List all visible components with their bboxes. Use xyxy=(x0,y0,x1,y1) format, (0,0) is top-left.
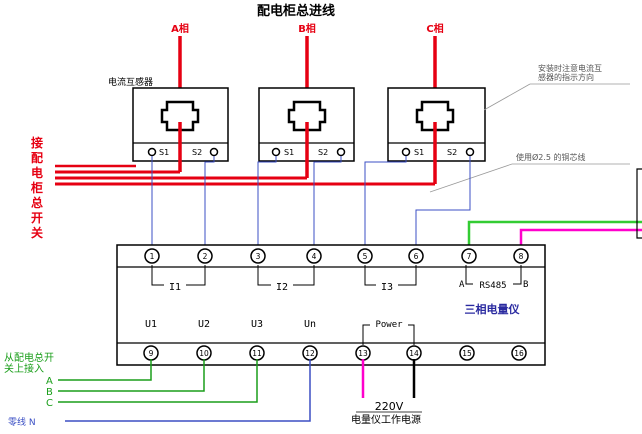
top-terminal-number: 3 xyxy=(256,252,261,261)
diagram-title: 配电柜总进线 xyxy=(257,3,335,19)
external-device-edge xyxy=(636,168,642,239)
meter-bottom-terminals: 9 10 11 12 13 14 15 16 xyxy=(143,345,527,361)
rs485-b: B xyxy=(523,280,528,290)
rs485-a-wire xyxy=(467,220,642,250)
top-terminal-circle xyxy=(408,248,424,264)
power-label: Power xyxy=(375,320,403,330)
svg-text:关: 关 xyxy=(31,225,43,240)
svg-text:柜: 柜 xyxy=(30,180,43,195)
svg-text:使用Ø2.5 的铜芯线: 使用Ø2.5 的铜芯线 xyxy=(516,152,586,162)
source-label-line1: 从配电总开 xyxy=(4,351,54,364)
top-terminal-number: 7 xyxy=(467,252,472,261)
top-terminal-circle xyxy=(513,248,529,264)
bottom-terminal-circle xyxy=(459,345,475,361)
svg-text:总: 总 xyxy=(31,195,43,210)
bottom-terminal-circle xyxy=(511,345,527,361)
voltage-input-wires xyxy=(58,359,311,422)
current-group-i2: I2 xyxy=(276,282,288,293)
top-terminal-number: 6 xyxy=(414,252,419,261)
current-group-i3: I3 xyxy=(381,282,393,293)
svg-text:开: 开 xyxy=(31,211,43,225)
source-label-line2: 关上接入 xyxy=(4,362,44,375)
top-terminal-circle xyxy=(197,248,213,264)
ct-secondary-wires xyxy=(151,156,471,250)
line-label-b: B xyxy=(46,387,53,398)
bottom-terminal-number: 15 xyxy=(462,349,472,358)
top-terminal-circle xyxy=(250,248,266,264)
meter-name: 三相电量仪 xyxy=(465,302,521,316)
voltage-label-u1: U1 xyxy=(145,319,157,330)
top-terminal-circle xyxy=(144,248,160,264)
neutral-label: 零线 N xyxy=(8,416,36,428)
top-terminal-circle xyxy=(306,248,322,264)
ct-b-s2: S2 xyxy=(318,148,328,157)
top-terminal-circle xyxy=(357,248,373,264)
voltage-label-u2: U2 xyxy=(198,319,210,330)
three-phase-meter xyxy=(116,244,546,366)
bottom-terminal-number: 10 xyxy=(199,349,209,358)
svg-text:感器的指示方向: 感器的指示方向 xyxy=(538,72,594,82)
svg-text:安装时注意电流互: 安装时注意电流互 xyxy=(538,63,602,73)
voltage-label-u3: U3 xyxy=(251,319,263,330)
breaker-label: 接 配 电 柜 总 开 关 xyxy=(30,135,43,240)
current-group-i1: I1 xyxy=(169,282,181,293)
top-terminal-number: 5 xyxy=(363,252,368,261)
top-terminal-number: 8 xyxy=(519,252,524,261)
top-terminal-number: 2 xyxy=(203,252,208,261)
top-terminal-number: 4 xyxy=(312,252,317,261)
ct-label: 电流互感器 xyxy=(108,76,153,88)
bottom-terminal-number: 14 xyxy=(409,349,419,358)
ct-a-s1: S1 xyxy=(159,148,169,157)
supply-voltage: 220V xyxy=(375,400,404,413)
ct-c-s2: S2 xyxy=(447,148,457,157)
bottom-terminal-number: 12 xyxy=(305,349,315,358)
wire-spec-note: 使用Ø2.5 的铜芯线 xyxy=(429,152,630,193)
bottom-terminal-number: 16 xyxy=(514,349,524,358)
top-terminal-circle xyxy=(461,248,477,264)
phase-c-label: C相 xyxy=(426,22,443,35)
meter-top-terminals: 1 2 3 4 5 6 7 8 xyxy=(144,248,529,264)
top-terminal-number: 1 xyxy=(150,252,155,261)
ct-b-s1: S1 xyxy=(284,148,294,157)
svg-text:配: 配 xyxy=(31,150,43,165)
bottom-terminal-number: 13 xyxy=(358,349,368,358)
supply-label: 电量仪工作电源 xyxy=(351,413,421,426)
ct-c-s1: S1 xyxy=(414,148,424,157)
voltage-label-un: Un xyxy=(304,319,316,330)
rs485-label: RS485 xyxy=(479,281,506,291)
phase-a-label: A相 xyxy=(171,22,189,35)
rs485-b-wire xyxy=(519,228,642,250)
phase-b-label: B相 xyxy=(298,22,316,35)
bottom-terminal-number: 9 xyxy=(149,349,154,358)
line-label-a: A xyxy=(46,376,53,387)
breaker-feed-lines xyxy=(55,164,435,186)
bottom-terminal-number: 11 xyxy=(252,349,262,358)
ct-direction-note: 安装时注意电流互 感器的指示方向 xyxy=(483,63,630,111)
svg-text:接: 接 xyxy=(31,135,43,150)
svg-text:电: 电 xyxy=(31,165,43,180)
rs485-a: A xyxy=(459,280,465,290)
line-label-c: C xyxy=(46,398,53,409)
ct-a-s2: S2 xyxy=(192,148,202,157)
